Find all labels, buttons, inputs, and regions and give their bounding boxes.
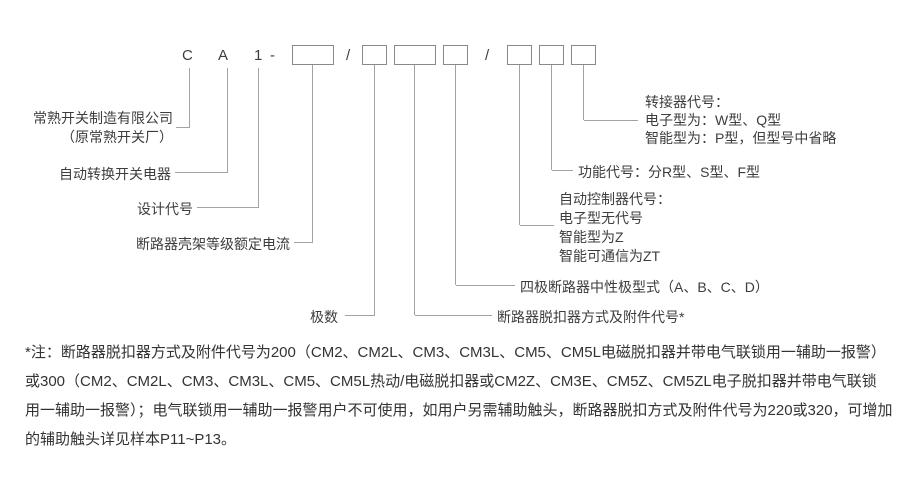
footnote-line-1: *注：断路器脱扣器方式及附件代号为200（CM2、CM2L、CM3、CM3L、C… (25, 344, 886, 361)
footnote-line-4: 的辅助触头详见样本P11~P13。 (25, 431, 237, 448)
code-box-adapter (571, 45, 596, 65)
connector-frame-vertical (312, 65, 313, 242)
label-ats: 自动转换开关电器 (59, 166, 171, 182)
connector-controller-horizontal (520, 225, 554, 226)
connector-ats-horizontal (175, 172, 228, 173)
connector-adapter-vertical (583, 65, 584, 120)
connector-company-horizontal (176, 127, 190, 128)
code-slash-1: / (346, 47, 351, 64)
footnote: *注：断路器脱扣器方式及附件代号为200（CM2、CM2L、CM3、CM3L、C… (25, 338, 897, 454)
label-frame-current: 断路器壳架等级额定电流 (136, 236, 290, 252)
label-adapter: 转接器代号： 电子型为：W型、Q型 智能型为：P型，但型号中省略 (645, 93, 836, 147)
code-box-frame-current (292, 45, 334, 65)
label-design-code: 设计代号 (137, 201, 193, 217)
label-adapter-line2: 智能型为：P型，但型号中省略 (645, 130, 837, 146)
code-slash-2: / (485, 47, 490, 64)
connector-adapter-horizontal (584, 120, 638, 121)
connector-design-horizontal (197, 207, 259, 208)
connector-poles-vertical (374, 65, 375, 315)
code-box-poles (362, 45, 387, 65)
footnote-line-2: 或300（CM2、CM2L、CM3、CM3L、CM5、CM5L热动/电磁脱扣器或… (25, 373, 877, 390)
connector-neutral-horizontal (456, 285, 515, 286)
label-poles: 极数 (310, 309, 338, 325)
label-controller-title: 自动控制器代号： (559, 191, 671, 207)
connector-controller-vertical (519, 65, 520, 225)
connector-trip-vertical (414, 65, 415, 315)
label-controller-line1: 电子型无代号 (559, 210, 643, 226)
code-box-controller (507, 45, 532, 65)
label-adapter-title: 转接器代号： (645, 94, 729, 110)
code-dash: - (270, 47, 275, 64)
label-company-line2: （原常熟开关厂） (61, 129, 173, 145)
code-box-neutral-type (443, 45, 468, 65)
connector-function-vertical (551, 65, 552, 170)
connector-trip-horizontal (415, 315, 492, 316)
label-trip-mode: 断路器脱扣器方式及附件代号* (497, 309, 685, 325)
connector-poles-horizontal (345, 315, 375, 316)
code-letter-a: A (218, 47, 229, 64)
footnote-line-3: 用一辅助一报警）；电气联锁用一辅助一报警用户不可使用，如用户另需辅助触头，断路器… (25, 402, 893, 419)
connector-company-vertical (189, 68, 190, 127)
label-function-code: 功能代号：分R型、S型、F型 (578, 164, 760, 180)
label-controller: 自动控制器代号： 电子型无代号 智能型为Z 智能可通信为ZT (559, 190, 671, 266)
label-adapter-line1: 电子型为：W型、Q型 (645, 112, 782, 128)
connector-function-horizontal (552, 170, 573, 171)
connector-ats-vertical (227, 68, 228, 172)
connector-frame-horizontal (294, 242, 313, 243)
label-neutral-type: 四极断路器中性极型式（A、B、C、D） (520, 279, 769, 295)
code-box-function (539, 45, 564, 65)
code-letter-c: C (182, 47, 193, 64)
label-controller-line3: 智能可通信为ZT (559, 248, 661, 264)
label-company: 常熟开关制造有限公司 （原常熟开关厂） (20, 109, 173, 147)
label-company-line1: 常熟开关制造有限公司 (33, 110, 173, 126)
code-letter-1: 1 (254, 47, 263, 64)
connector-neutral-vertical (455, 65, 456, 285)
label-controller-line2: 智能型为Z (559, 229, 624, 245)
connector-design-vertical (258, 68, 259, 207)
code-box-trip-mode (394, 45, 436, 65)
